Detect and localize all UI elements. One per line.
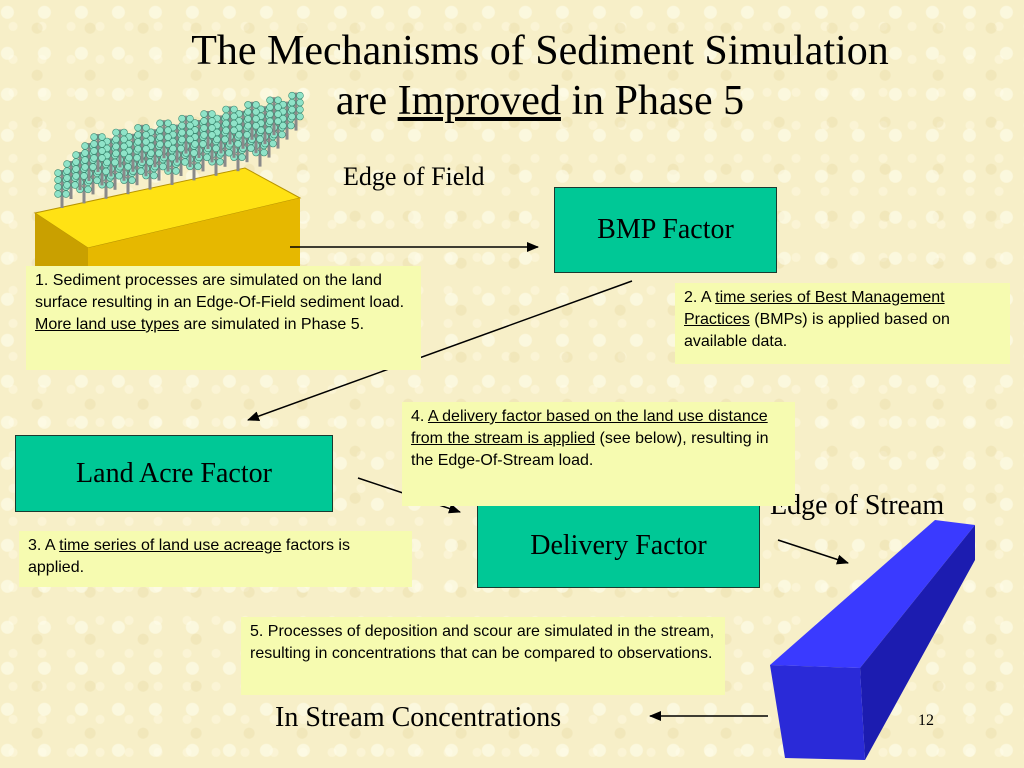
note-2-text: 2. A xyxy=(684,289,716,306)
note-4-underlined: A delivery factor based on the land use … xyxy=(411,408,768,447)
bmp-factor-box: BMP Factor xyxy=(554,187,777,273)
delivery-factor-box: Delivery Factor xyxy=(477,503,760,588)
note-2-text-end: (BMPs) is applied based on available dat… xyxy=(684,311,950,350)
field-illustration xyxy=(33,91,304,275)
note-2-underlined: time series of Best Management Practices xyxy=(684,289,945,328)
edge-of-stream-label: Edge of Stream xyxy=(770,490,945,521)
edge-of-field-label: Edge of Field xyxy=(343,162,485,191)
arrow-delivery-to-stream xyxy=(777,539,849,565)
plants-icon xyxy=(54,91,304,208)
title-line-2: are Improved in Phase 5 xyxy=(60,76,1020,126)
note-5: 5. Processes of deposition and scour are… xyxy=(241,617,725,695)
note-1-text: 1. Sediment processes are simulated on t… xyxy=(35,272,405,311)
note-5-text: 5. Processes of deposition and scour are… xyxy=(250,623,715,662)
title-line-1: The Mechanisms of Sediment Simulation xyxy=(191,28,889,74)
note-3-text: 3. A xyxy=(28,537,60,554)
note-3-text-end: factors is applied. xyxy=(28,537,350,576)
note-4: 4. A delivery factor based on the land u… xyxy=(402,402,795,506)
note-1: 1. Sediment processes are simulated on t… xyxy=(26,266,421,370)
note-2: 2. A time series of Best Management Prac… xyxy=(675,283,1010,364)
stream-illustration xyxy=(770,520,975,760)
land-acre-factor-box: Land Acre Factor xyxy=(15,435,333,512)
note-1-text-end: are simulated in Phase 5. xyxy=(179,316,365,333)
slide-number: 12 xyxy=(918,712,934,729)
note-3: 3. A time series of land use acreage fac… xyxy=(19,531,412,587)
arrow-bmp-to-land-acre xyxy=(247,280,633,421)
title-line-2-post: in Phase 5 xyxy=(560,78,745,124)
title-emphasis: Improved xyxy=(397,78,561,124)
note-4-text: 4. xyxy=(411,408,428,425)
title-line-2-pre: are xyxy=(335,78,398,124)
note-3-underlined: time series of land use acreage xyxy=(59,537,282,554)
slide-title: The Mechanisms of Sediment Simulation ar… xyxy=(60,26,1020,126)
note-4-text-end: (see below), resulting in the Edge-Of-St… xyxy=(411,430,769,469)
note-1-underlined: More land use types xyxy=(35,316,180,333)
in-stream-concentrations-label: In Stream Concentrations xyxy=(275,702,562,733)
